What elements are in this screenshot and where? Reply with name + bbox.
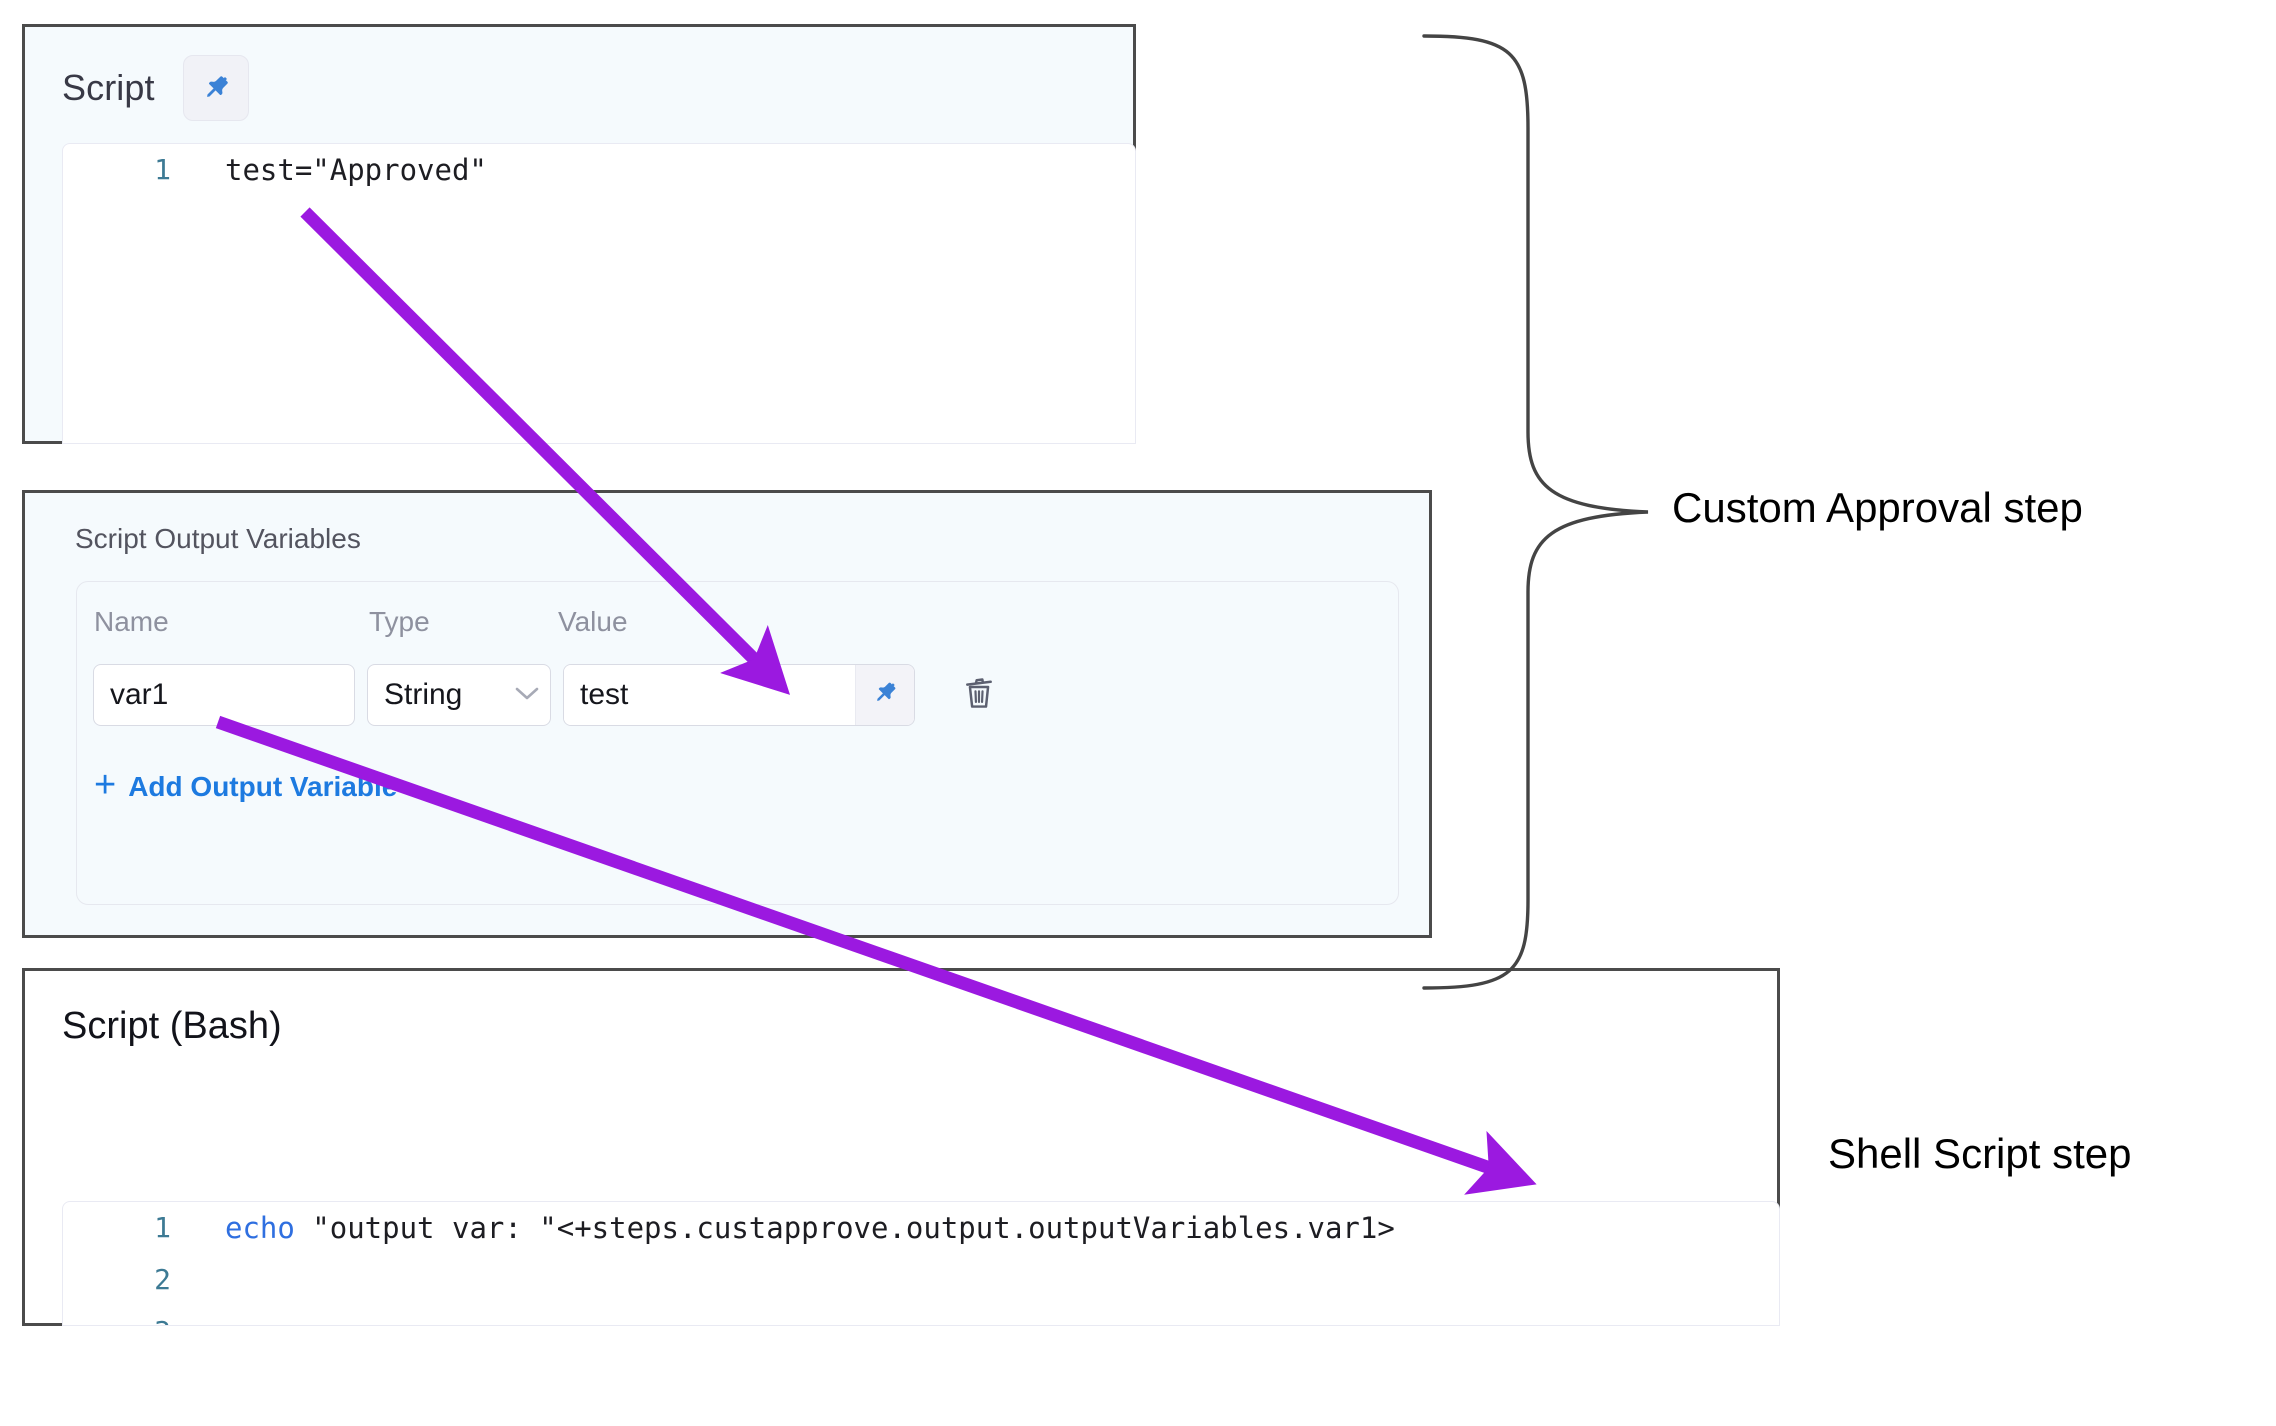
line-number: 3 [63, 1306, 171, 1325]
variable-value-input[interactable]: test [564, 665, 855, 725]
code-line: 1 test="Approved" [63, 144, 1135, 196]
bash-code-editor[interactable]: 1 echo "output var: "<+steps.custapprove… [62, 1201, 1780, 1326]
column-header-type: Type [369, 606, 430, 637]
variable-name-input[interactable]: var1 [93, 664, 355, 726]
add-output-variable-button[interactable]: + Add Output Variable [94, 764, 398, 806]
bash-panel-title: Script (Bash) [62, 1005, 282, 1047]
line-number: 2 [154, 1263, 171, 1296]
curly-brace [1422, 34, 1649, 990]
script-output-variables-panel: Script Output Variables Name Type Value … [22, 490, 1432, 938]
variable-type-select[interactable]: String [367, 664, 551, 726]
code-keyword: echo [225, 1211, 295, 1245]
code-line-text: test="Approved" [225, 153, 487, 187]
annotation-custom-approval-label: Custom Approval step [1672, 484, 2083, 531]
script-panel-header: Script [62, 55, 249, 121]
output-variables-title: Script Output Variables [75, 523, 361, 554]
annotation-shell-script-label: Shell Script step [1828, 1130, 2132, 1177]
line-number: 1 [154, 153, 171, 186]
pin-icon [870, 678, 900, 713]
output-variables-card: Name Type Value var1 String test [76, 581, 1399, 905]
variable-type-value: String [384, 678, 463, 711]
code-line: 1 echo "output var: "<+steps.custapprove… [63, 1202, 1779, 1254]
variable-value-field: test [563, 664, 915, 726]
add-output-variable-label: Add Output Variable [128, 771, 398, 802]
code-line: 3 [63, 1306, 1779, 1325]
value-pin-icon-button[interactable] [855, 665, 914, 725]
column-header-value: Value [558, 606, 628, 637]
pin-icon-button[interactable] [182, 55, 249, 121]
code-line: 2 [63, 1254, 1779, 1306]
output-variables-column-headers: Name Type Value [77, 606, 1398, 646]
script-code-editor[interactable]: 1 test="Approved" [62, 143, 1136, 444]
line-number: 1 [154, 1211, 171, 1244]
output-variable-row: var1 String test [77, 664, 1398, 728]
column-header-name: Name [94, 606, 169, 637]
bash-script-panel: Script (Bash) 1 echo "output var: "<+ste… [22, 968, 1780, 1326]
code-line-text: "output var: "<+steps.custapprove.output… [294, 1211, 1395, 1245]
pin-icon [199, 71, 233, 105]
plus-icon: + [94, 764, 117, 806]
script-panel-title: Script [62, 67, 155, 108]
delete-variable-button[interactable] [949, 666, 1009, 726]
trash-icon [961, 675, 997, 718]
script-panel: Script 1 test="Approved" [22, 24, 1136, 444]
chevron-down-icon [514, 684, 540, 706]
